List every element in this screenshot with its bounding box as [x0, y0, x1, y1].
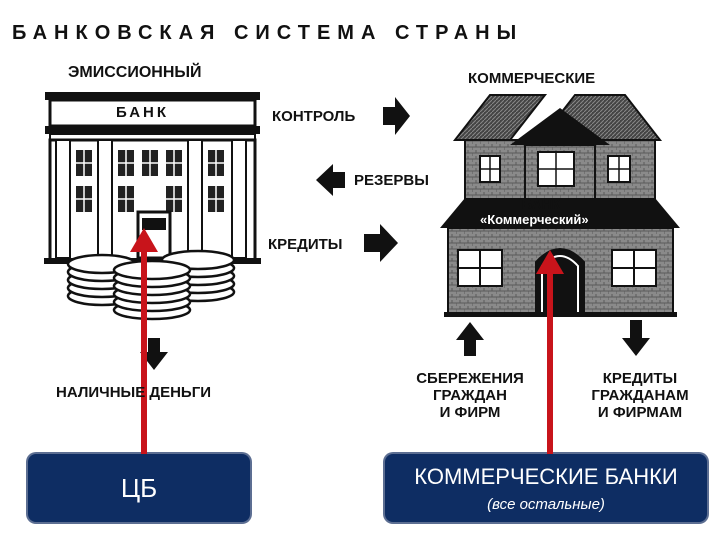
red-arrow-commercial-head [536, 250, 564, 274]
red-arrow-cb-shaft [141, 248, 147, 454]
arrow-credits [364, 224, 398, 262]
arrow-reserves [316, 164, 345, 196]
red-arrow-cb-head [130, 228, 158, 252]
commercial-bank-sign-line2: «Коммерческий» [480, 212, 589, 227]
flow-label-credits: КРЕДИТЫ [268, 236, 343, 253]
red-arrow-commercial-shaft [547, 270, 553, 454]
flow-label-loans: КРЕДИТЫ ГРАЖДАНАМ И ФИРМАМ [570, 370, 710, 421]
arrow-savings [456, 322, 484, 356]
coin-stacks [66, 249, 236, 321]
savings-line-2: ГРАЖДАН [433, 387, 507, 404]
arrow-control [383, 97, 410, 135]
commercial-banks-box-title: КОММЕРЧЕСКИЕ БАНКИ [414, 464, 678, 489]
commercial-bank-sign-line1: БАНК [522, 196, 561, 212]
arrow-cash [140, 338, 168, 370]
flow-label-control: КОНТРОЛЬ [272, 108, 356, 125]
loans-line-3: И ФИРМАМ [597, 404, 683, 421]
loans-line-1: КРЕДИТЫ [602, 370, 678, 387]
cb-box-label: ЦБ [120, 473, 158, 503]
flow-label-savings: СБЕРЕЖЕНИЯ ГРАЖДАН И ФИРМ [400, 370, 540, 421]
cb-box: ЦБ [28, 454, 250, 522]
red-pointer-arrows [130, 228, 564, 454]
commercial-bank-building [440, 94, 680, 317]
flow-label-cash: НАЛИЧНЫЕ ДЕНЬГИ [56, 384, 211, 401]
central-bank-building [44, 92, 261, 264]
coin-stack-middle [112, 259, 192, 321]
central-bank-label-top: ЭМИССИОННЫЙ [68, 64, 202, 81]
commercial-bank-label-top: КОММЕРЧЕСКИЕ [468, 70, 596, 87]
commercial-banks-box: КОММЕРЧЕСКИЕ БАНКИ (все остальные) [385, 454, 707, 522]
flow-label-reserves: РЕЗЕРВЫ [354, 172, 429, 189]
arrow-loans [622, 320, 650, 356]
diagram-title: БАНКОВСКАЯ СИСТЕМА СТРАНЫ [12, 22, 524, 44]
commercial-banks-box-subtitle: (все остальные) [487, 496, 605, 513]
loans-line-2: ГРАЖДАНАМ [591, 387, 689, 404]
central-bank-sign: БАНК [116, 104, 170, 121]
savings-line-3: И ФИРМ [439, 404, 501, 421]
flow-arrows [140, 97, 650, 370]
savings-line-1: СБЕРЕЖЕНИЯ [416, 370, 524, 387]
